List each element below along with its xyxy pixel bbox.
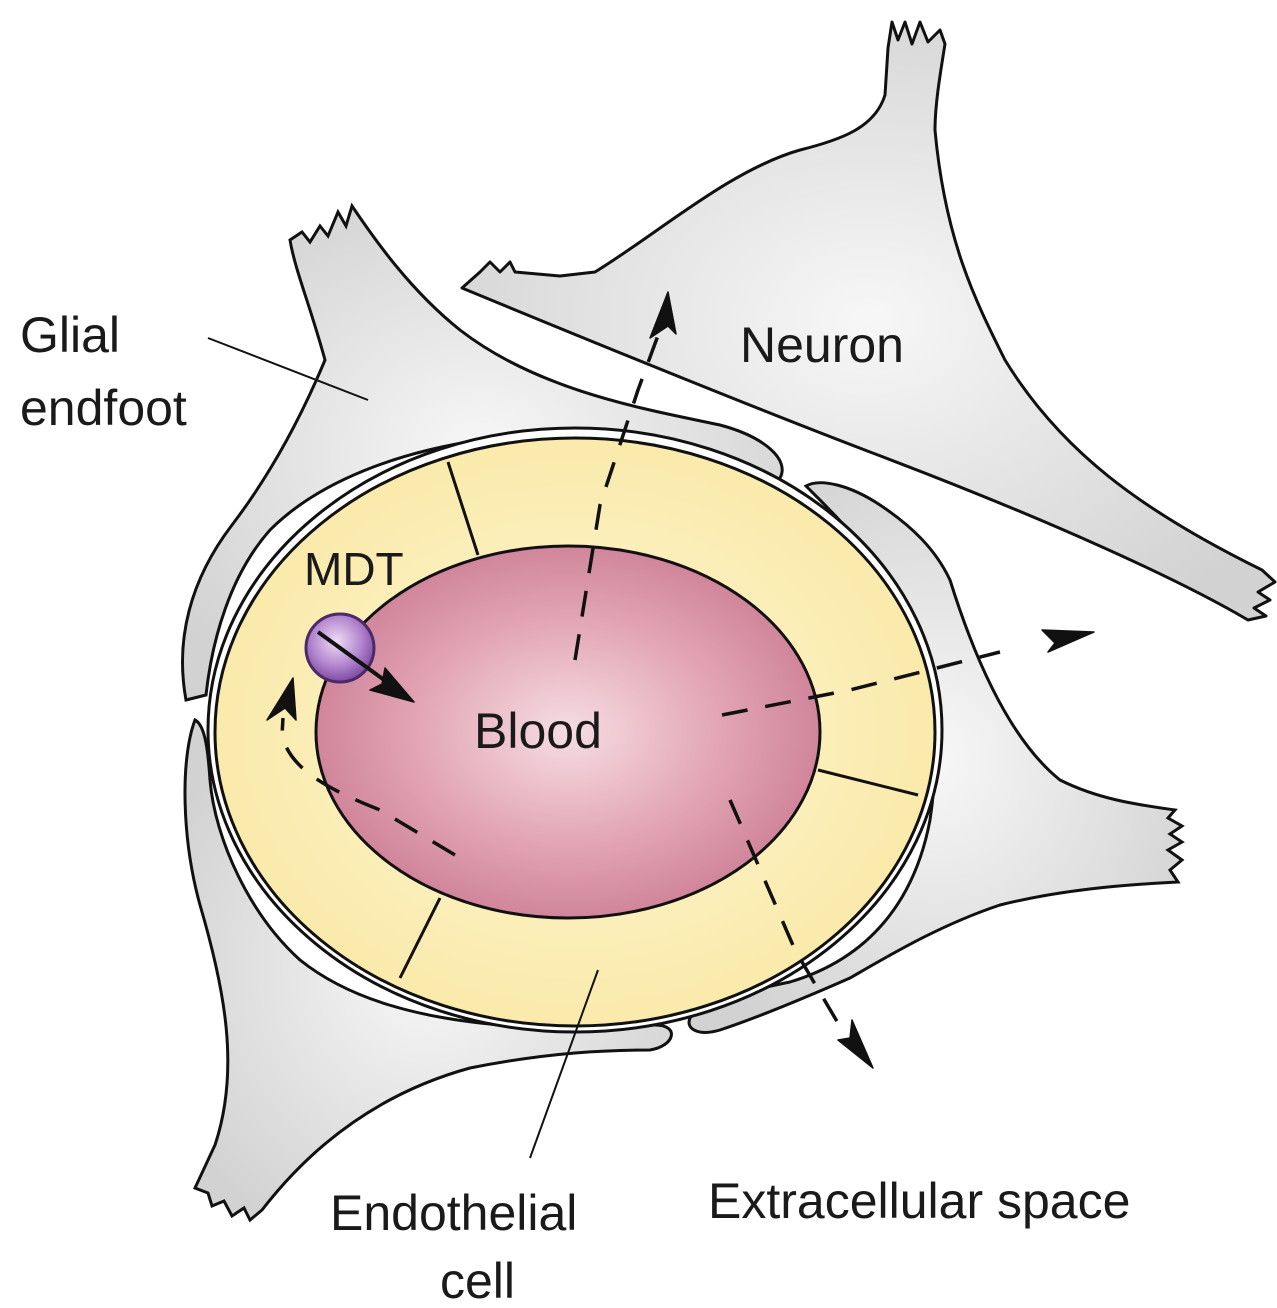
arrowhead-down	[838, 1020, 873, 1068]
glial-label-line1: Glial	[20, 307, 120, 363]
mdt-label: MDT	[304, 543, 404, 595]
blood-label: Blood	[474, 703, 602, 759]
endothelial-label-line1: Endothelial	[330, 1185, 577, 1241]
extracellular-label: Extracellular space	[708, 1173, 1130, 1229]
endothelial-label-line2: cell	[440, 1253, 515, 1308]
arrowhead-right	[1042, 630, 1094, 652]
neuron-label: Neuron	[740, 317, 904, 373]
glial-label-line2: endfoot	[20, 380, 187, 436]
